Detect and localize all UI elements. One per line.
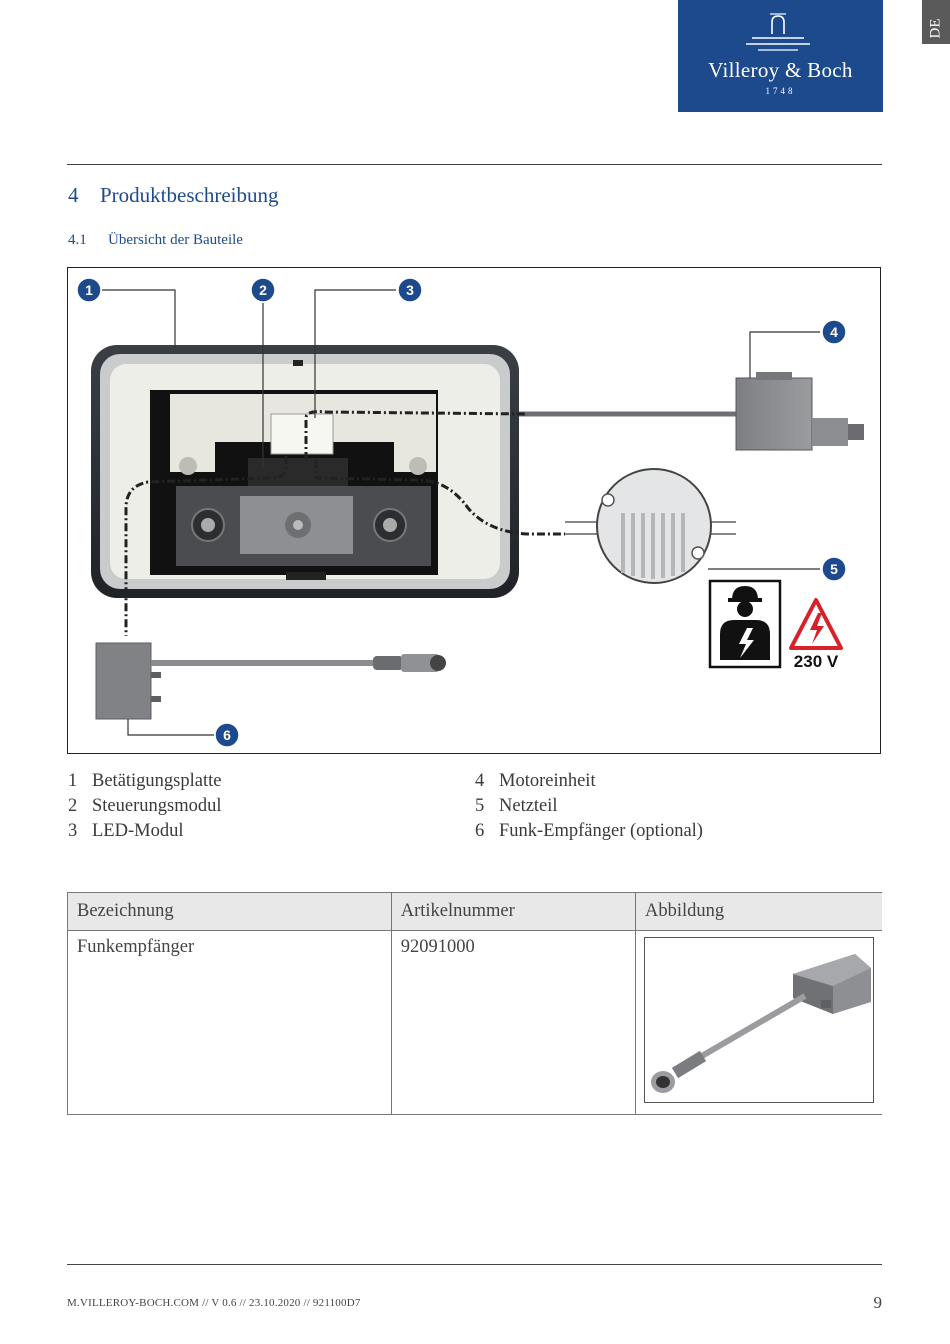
legend-label: Betätigungsplatte [92, 771, 222, 791]
callout-badge-1: 1 [76, 277, 102, 303]
legend-number: 1 [68, 771, 78, 791]
legend-item: 1 Betätigungsplatte [68, 771, 222, 796]
top-divider [67, 164, 882, 165]
subsection-title-text: Übersicht der Bauteile [108, 232, 243, 248]
component-overview-figure: 1 2 3 4 5 6 [67, 267, 881, 754]
section-title: 4 Produktbeschreibung [68, 183, 278, 208]
brand-year: 1748 [765, 86, 796, 96]
cell-artikelnummer: 92091000 [390, 930, 636, 1115]
table-header-row: Bezeichnung Artikelnummer Abbildung [67, 892, 882, 931]
brand-logo: Villeroy & Boch 1748 [678, 0, 883, 112]
callout-badge-3: 3 [397, 277, 423, 303]
legend-number: 3 [68, 821, 78, 841]
cell-abbildung [635, 930, 882, 1115]
cell-bezeichnung: Funkempfänger [67, 930, 392, 1115]
electrician-icon [708, 579, 782, 669]
callout-badge-5: 5 [821, 556, 847, 582]
legend-left: 1 Betätigungsplatte 2 Steuerungsmodul 3 LED… [68, 771, 222, 846]
power-supply [565, 468, 736, 584]
footer-info: M.VILLEROY-BOCH.COM // V 0.6 // 23.10.20… [67, 1297, 361, 1309]
legend-number: 4 [475, 771, 485, 791]
callout-badge-6: 6 [214, 722, 240, 748]
radio-receiver [95, 642, 446, 720]
callout-number-6: 6 [223, 727, 231, 743]
cable-routing-lines [124, 410, 565, 636]
section-title-text: Produktbeschreibung [100, 183, 279, 207]
callout-number-1: 1 [85, 282, 93, 298]
callout-leader-lines [102, 289, 820, 736]
legend-right: 4 Motoreinheit 5 Netzteil 6 Funk-Empfänger … [475, 771, 703, 846]
legend-label: Steuerungsmodul [92, 796, 222, 816]
footer-divider [67, 1264, 882, 1265]
voltage-label: 230 V [794, 652, 839, 671]
callout-number-3: 3 [406, 282, 414, 298]
actuator-plate [91, 345, 519, 598]
radio-receiver-image [644, 937, 874, 1103]
callout-number-5: 5 [830, 561, 838, 577]
legend-number: 6 [475, 821, 485, 841]
page-number: 9 [873, 1293, 883, 1312]
brand-name: Villeroy & Boch [708, 58, 853, 82]
column-header-bezeichnung: Bezeichnung [67, 892, 392, 931]
callout-badge-2: 2 [250, 277, 276, 303]
legend-label: Funk-Empfänger (optional) [499, 821, 703, 841]
language-tab: DE [922, 0, 950, 44]
legend-item: 5 Netzteil [475, 796, 703, 821]
legend-number: 2 [68, 796, 78, 816]
callout-number-4: 4 [830, 324, 838, 340]
high-voltage-warning-icon [789, 598, 843, 650]
column-header-artikelnummer: Artikelnummer [390, 892, 636, 931]
component-diagram: 1 2 3 4 5 6 [76, 277, 864, 748]
legend-item: 2 Steuerungsmodul [68, 796, 222, 821]
parts-table: Bezeichnung Artikelnummer Abbildung Funk… [67, 892, 882, 1115]
fountain-emblem-icon [746, 13, 810, 51]
callout-number-2: 2 [259, 282, 267, 298]
column-header-abbildung: Abbildung [635, 892, 882, 931]
callout-badge-4: 4 [821, 319, 847, 345]
legend-number: 5 [475, 796, 485, 816]
section-number: 4 [68, 183, 79, 207]
legend-label: Motoreinheit [499, 771, 596, 791]
legend-item: 6 Funk-Empfänger (optional) [475, 821, 703, 846]
legend-item: 4 Motoreinheit [475, 771, 703, 796]
legend-item: 3 LED-Modul [68, 821, 222, 846]
legend-label: Netzteil [499, 796, 558, 816]
subsection-title: 4.1 Übersicht der Bauteile [68, 232, 243, 249]
legend-label: LED-Modul [92, 821, 184, 841]
table-row: Funkempfänger 92091000 [67, 930, 882, 1115]
language-label: DE [927, 18, 944, 39]
subsection-number: 4.1 [68, 232, 87, 248]
motor-unit [519, 372, 864, 451]
